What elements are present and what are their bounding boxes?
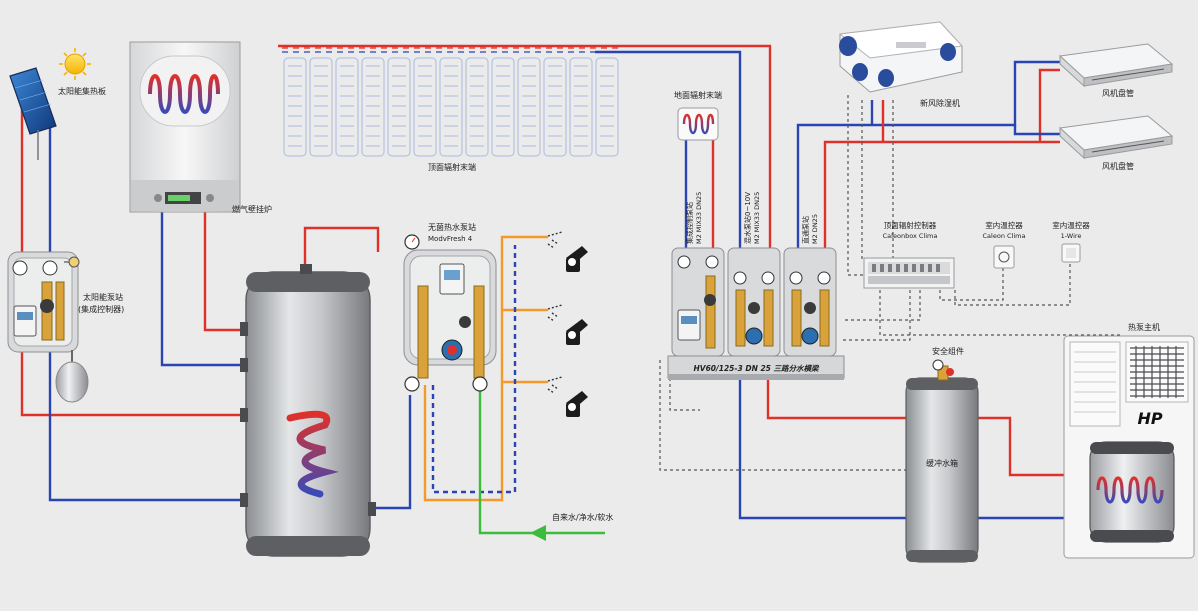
dehumidifier bbox=[838, 21, 964, 93]
pump-group-3 bbox=[783, 247, 837, 357]
pipes bbox=[20, 44, 1090, 535]
pump-group-2 bbox=[727, 247, 781, 357]
gas-boiler bbox=[129, 41, 241, 213]
label-ceiling-controller-model: Caleonbox Clima bbox=[883, 232, 938, 240]
label-room-controller-1: 室内温控器 bbox=[985, 220, 1023, 230]
label-solar-pump-station-sub: (集成控制器) bbox=[78, 304, 124, 314]
fancoil-cold-pipe-2 bbox=[1013, 125, 1060, 136]
label-pump-group-2: 混水泵站0~10V bbox=[743, 192, 752, 244]
label-pump-group-2-model: M2 MIX33 DN25 bbox=[753, 192, 761, 244]
label-room-controller-2-model: 1-Wire bbox=[1061, 232, 1082, 240]
label-manifold: HV60/125-3 DN 25 三路分水横梁 bbox=[693, 364, 820, 373]
label-gas-boiler: 燃气壁挂炉 bbox=[232, 204, 272, 214]
label-fan-coil-2: 风机盘管 bbox=[1102, 161, 1134, 171]
label-ceiling-radiant: 顶面辐射末端 bbox=[428, 162, 476, 172]
label-pump-group-3-model: M2 DN25 bbox=[811, 214, 819, 244]
storage-tank bbox=[240, 264, 376, 557]
heat-pump bbox=[1063, 335, 1195, 559]
solar-panel bbox=[9, 67, 57, 160]
solar-cold-pipe bbox=[48, 122, 248, 502]
fan-coil-1 bbox=[1058, 43, 1174, 88]
solar-pump-station bbox=[7, 251, 80, 353]
tank-to-fws-hot-pipe bbox=[303, 226, 380, 268]
label-pump-group-3: 直通泵站 bbox=[801, 216, 810, 244]
inlet-pipe bbox=[478, 385, 605, 535]
shower-icon bbox=[547, 231, 588, 417]
label-tap-water: 自来水/净水/软水 bbox=[552, 512, 613, 522]
label-solar-panel: 太阳能集热板 bbox=[58, 86, 106, 96]
label-pump-group-1-model: M2 MIX33 DN25 bbox=[695, 192, 703, 244]
label-ceiling-controller: 顶面辐射控制器 bbox=[884, 220, 937, 230]
fancoil-hot-pipe-2 bbox=[1038, 68, 1060, 142]
dhw-pipe-dashed bbox=[431, 245, 517, 494]
buffer-tank bbox=[905, 359, 979, 563]
sun-icon bbox=[59, 48, 91, 80]
ceiling-cold-pipe bbox=[595, 50, 742, 250]
label-heat-pump: 热泵主机 bbox=[1128, 322, 1160, 332]
room-controller-2 bbox=[1061, 243, 1081, 263]
fan-coil-2 bbox=[1058, 115, 1174, 160]
label-safety-group: 安全组件 bbox=[932, 346, 964, 356]
label-solar-pump-station: 太阳能泵站 bbox=[83, 292, 123, 302]
label-floor-radiant: 地面辐射末端 bbox=[674, 90, 722, 100]
boiler-cold-pipe bbox=[160, 212, 248, 367]
dhw-pipe-main bbox=[423, 235, 548, 502]
label-buffer-tank: 缓冲水箱 bbox=[926, 458, 958, 468]
heat-pump-badge: HP bbox=[1137, 409, 1162, 428]
tank-coil-icon bbox=[286, 410, 339, 498]
fancoil-hot-pipe bbox=[823, 140, 1060, 250]
room-controller-1 bbox=[993, 245, 1015, 269]
inlet-arrow bbox=[530, 525, 546, 541]
expansion-vessel bbox=[55, 350, 89, 403]
buffer-hot-pipe bbox=[766, 380, 1090, 477]
fresh-water-station bbox=[403, 249, 497, 379]
pump-group-1 bbox=[671, 247, 725, 357]
label-fan-coil-1: 风机盘管 bbox=[1102, 88, 1134, 98]
label-dehumidifier: 新风除湿机 bbox=[920, 98, 960, 108]
label-pump-group-1: 集成控制泵站 bbox=[685, 202, 694, 244]
label-room-controller-2: 室内温控器 bbox=[1052, 220, 1090, 230]
coil-icon bbox=[148, 74, 220, 114]
floor-radiant bbox=[677, 107, 719, 141]
manifold bbox=[667, 355, 845, 380]
tank-to-fws-cold-pipe bbox=[370, 395, 412, 510]
ceiling-controller bbox=[863, 257, 955, 289]
ceiling-radiant-panels bbox=[282, 47, 620, 157]
label-fresh-water-station: 无菌热水泵站 bbox=[428, 222, 476, 232]
label-room-controller-1-model: Caleon Clima bbox=[983, 232, 1026, 240]
label-fresh-water-station-model: ModvFresh 4 bbox=[428, 235, 473, 243]
gauge-icon bbox=[404, 234, 488, 392]
ceiling-hot-pipe bbox=[278, 44, 772, 250]
boiler-hot-pipe bbox=[203, 212, 248, 332]
